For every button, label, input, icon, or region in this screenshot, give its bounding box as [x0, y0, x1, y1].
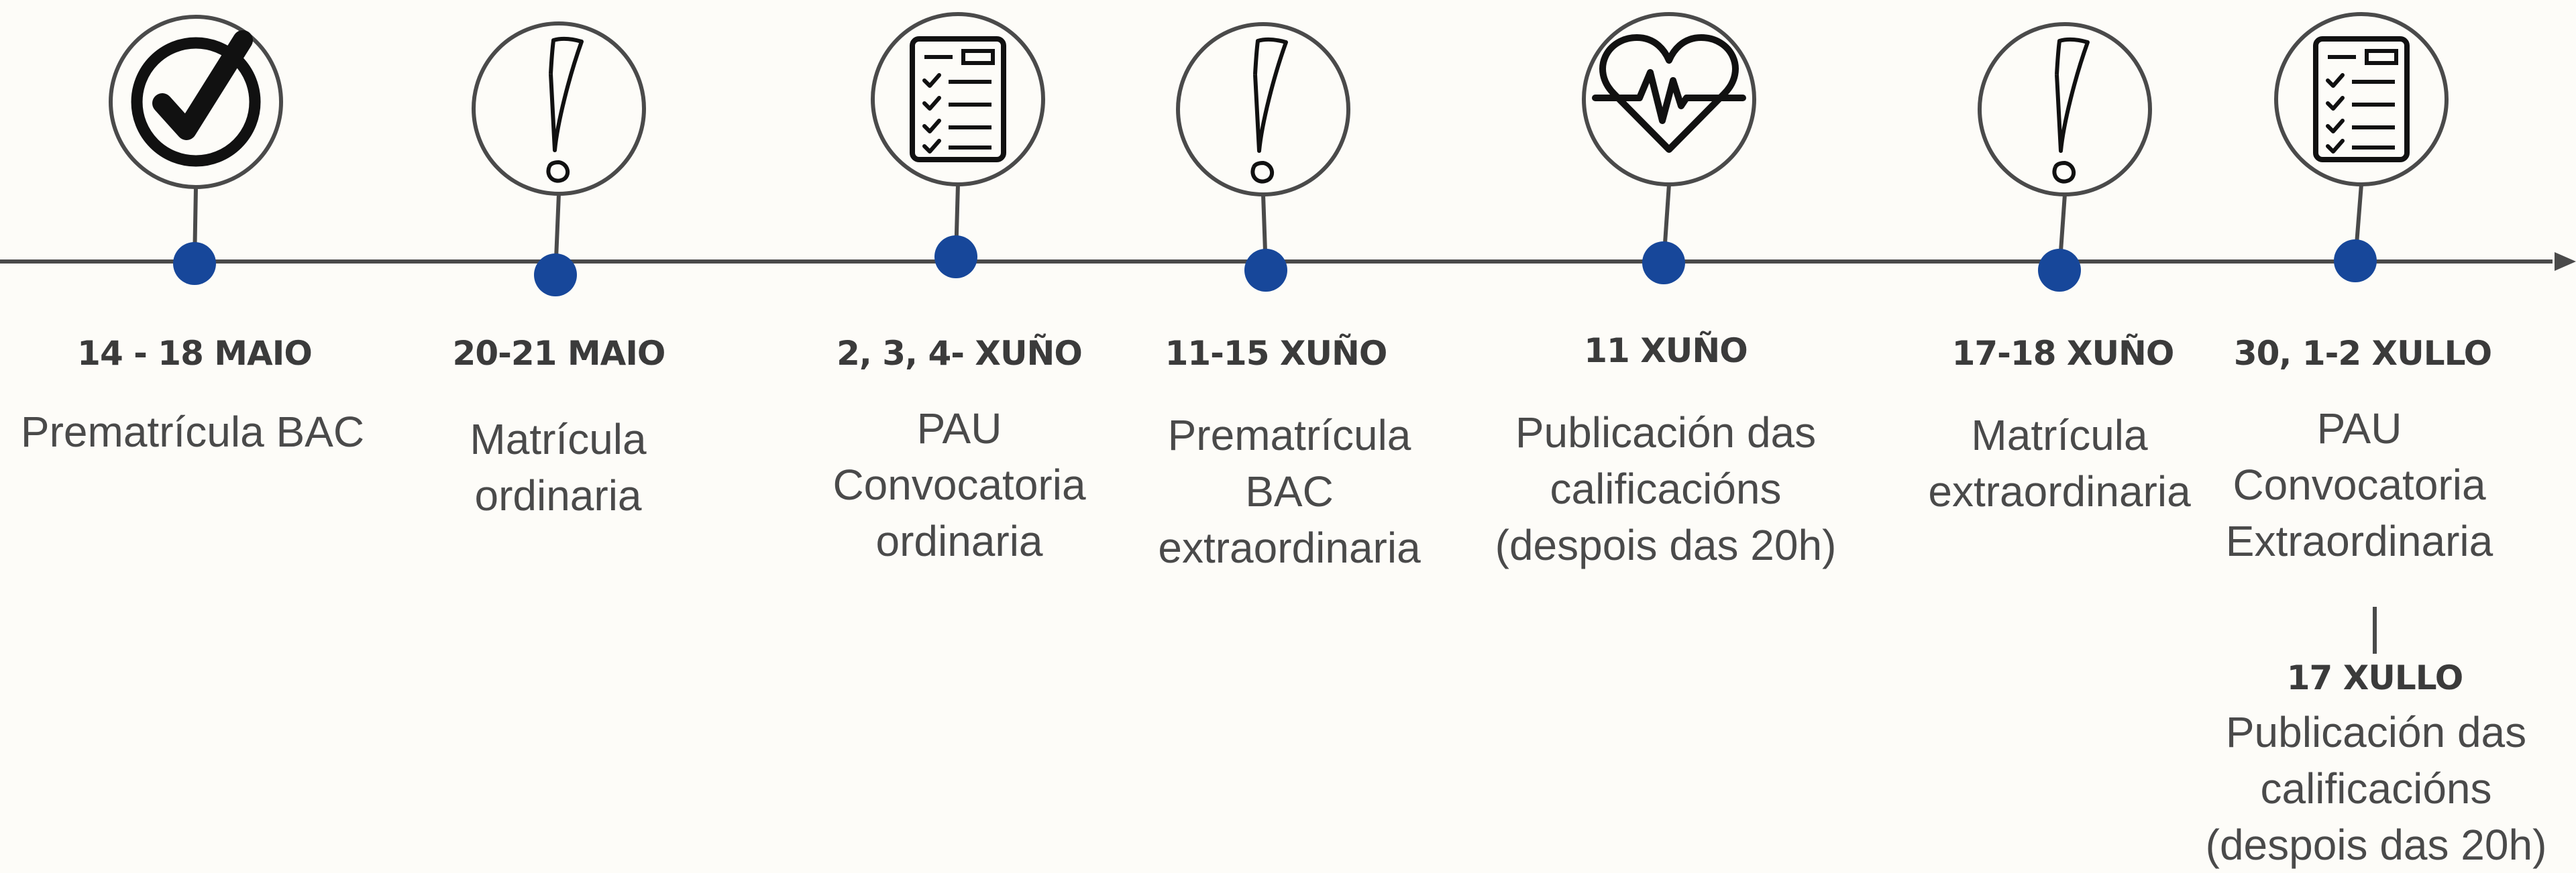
event-description-line: Publicación das: [1515, 408, 1817, 457]
event-icon-group: [2274, 12, 2449, 186]
event-description-line: (despois das 20h): [1495, 521, 1837, 569]
event-description: Prematrícula BAC extraordinaria: [1158, 407, 1420, 576]
event-date: 20-21 MAIO: [452, 334, 666, 373]
exclamation-icon: [2052, 37, 2090, 184]
event-icon-group: [1582, 12, 1756, 186]
event-description: Publicación das calificacións (despois d…: [1495, 404, 1837, 573]
event-description-line: extraordinaria: [1928, 467, 2191, 516]
event-date: 30, 1-2 XULLO: [2233, 334, 2492, 373]
timeline-dot: [2334, 239, 2377, 282]
event-description-line: Convocatoria: [2233, 461, 2486, 509]
event-description-line: PAU: [2316, 404, 2402, 453]
event-description-line: PAU: [916, 404, 1002, 453]
event-date: 11 XUÑO: [1584, 331, 1748, 370]
icon-circle: [1978, 22, 2152, 196]
event-date: 2, 3, 4- XUÑO: [837, 334, 1083, 373]
event-description: PAU Convocatoria Extraordinaria: [2226, 400, 2493, 569]
checklist-icon: [910, 36, 1006, 162]
checklist-icon: [2313, 36, 2410, 162]
timeline-dot: [534, 253, 577, 296]
timeline-dot: [1244, 249, 1287, 292]
event-icon-group: [109, 15, 283, 189]
event-icon-group: [871, 12, 1045, 186]
event-description-line: Extraordinaria: [2225, 517, 2493, 565]
exclamation-icon: [1250, 37, 1288, 184]
event-description-line: Prematrícula BAC: [20, 408, 365, 456]
event-description-line: Matrícula: [470, 415, 647, 463]
timeline-dots: [173, 235, 2377, 296]
event-icon-group: [1176, 22, 1350, 196]
timeline-dot: [2038, 249, 2081, 292]
exclamation-icon: [546, 36, 584, 183]
event-description-line: calificacións: [2260, 764, 2492, 813]
event-description-line: (despois das 20h): [2205, 821, 2547, 869]
extra-event-description: Publicación das calificacións (despois d…: [2206, 704, 2547, 873]
heartbeat-icon: [1592, 34, 1746, 153]
icon-circle: [472, 21, 646, 196]
event-description-line: Convocatoria: [833, 461, 1086, 509]
timeline-dot: [173, 242, 216, 285]
icon-circles: [109, 12, 2449, 196]
event-description: Prematrícula BAC: [21, 404, 364, 460]
icon-circle: [2274, 12, 2449, 186]
event-description: PAU Convocatoria ordinaria: [833, 400, 1085, 569]
event-description-line: Prematrícula: [1167, 411, 1411, 459]
event-icon-group: [472, 21, 646, 196]
event-description-line: calificacións: [1550, 465, 1782, 513]
icon-circle: [1176, 22, 1350, 196]
event-description: Matrícula extraordinaria: [1928, 407, 2190, 520]
timeline-arrowhead: [2555, 252, 2576, 271]
extra-event-date: 17 XULLO: [2286, 658, 2464, 697]
event-date: 11-15 XUÑO: [1165, 334, 1388, 373]
event-date: 14 - 18 MAIO: [77, 334, 313, 373]
timeline-dot: [934, 235, 977, 278]
event-description-line: Publicación das: [2225, 708, 2527, 756]
checkmark-icon: [131, 30, 261, 167]
event-date: 17-18 XUÑO: [1951, 334, 2175, 373]
connector-lines: [193, 184, 2377, 654]
timeline-dot: [1642, 241, 1685, 284]
event-description-line: ordinaria: [875, 517, 1043, 565]
icon-circle: [871, 12, 1045, 186]
event-description-line: Matrícula: [1971, 411, 2148, 459]
event-description-line: ordinaria: [474, 471, 642, 520]
event-icon-group: [1978, 22, 2152, 196]
event-description-line: extraordinaria: [1158, 524, 1421, 572]
event-description-line: BAC: [1245, 467, 1334, 516]
event-description: Matrícula ordinaria: [470, 411, 646, 524]
